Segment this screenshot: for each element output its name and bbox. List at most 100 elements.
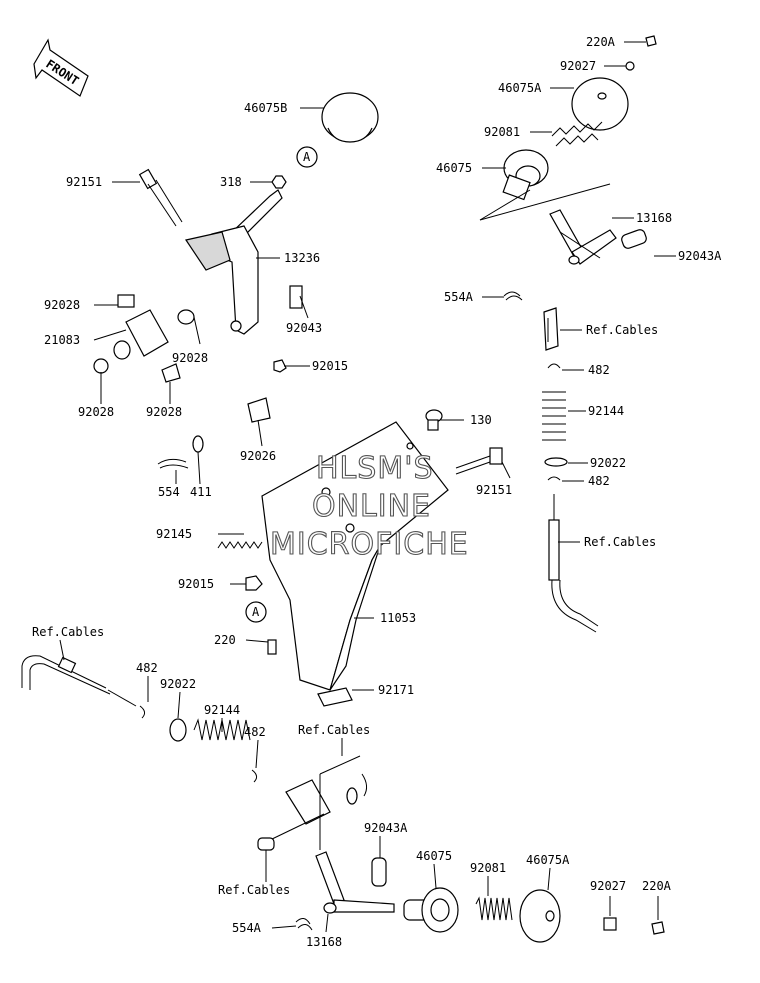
pin-bottom-part (257, 837, 275, 851)
label-13236: 13236 (284, 251, 320, 265)
screw-220-part (267, 639, 277, 655)
cable-r-part (548, 494, 599, 633)
collar-92027-bot-part (603, 917, 617, 931)
label-92144-r: 92144 (588, 404, 624, 418)
shift-knob-part (321, 92, 379, 143)
label-554A-top: 554A (444, 290, 474, 304)
label-92022-r: 92022 (590, 456, 626, 470)
eclip-482-l1-part (139, 705, 146, 719)
label-92028-a: 92028 (44, 298, 80, 312)
label-92027-top: 92027 (560, 59, 596, 73)
label-13168-top: 13168 (636, 211, 672, 225)
label-554: 554 (158, 485, 180, 499)
label-refcables-b2: Ref.Cables (218, 883, 290, 897)
callout-a-mid-text: A (252, 605, 260, 619)
clip-554A-bot-part (295, 918, 313, 931)
label-13168-bot: 13168 (306, 935, 342, 949)
callout-a-top (296, 146, 318, 168)
label-411: 411 (190, 485, 212, 499)
pin-92043A-bot-part (371, 857, 387, 887)
eclip-482-l2-part (251, 769, 258, 783)
label-482-l1: 482 (136, 661, 158, 675)
bushing-92028-b-part (177, 309, 195, 325)
watermark-line3: MICROFICHE (270, 527, 469, 562)
label-92151-top: 92151 (66, 175, 102, 189)
bolt-92151-top-part (138, 168, 183, 227)
linkage-clevis-part (285, 779, 331, 825)
label-92151-mid: 92151 (476, 483, 512, 497)
label-11053: 11053 (380, 611, 416, 625)
label-92043A-bot: 92043A (364, 821, 408, 835)
label-92171: 92171 (378, 683, 414, 697)
clip-554-part (157, 458, 189, 469)
plate-92026-part (247, 397, 271, 423)
lever-13168-top-part (549, 209, 617, 265)
clip-92171-part (317, 687, 353, 707)
spring-92144-r-part (542, 391, 566, 441)
cable-clevis-part (543, 307, 559, 351)
leader-lines (59, 41, 676, 933)
callout-a-top-text: A (303, 150, 311, 164)
spring-92145-part (217, 541, 263, 549)
pin-92043-part (289, 285, 303, 309)
label-220: 220 (214, 633, 236, 647)
label-554A-bot: 554A (232, 921, 262, 935)
eclip-482-r1-part (547, 363, 561, 369)
label-220A-bot: 220A (642, 879, 672, 893)
grip-46075-bot-part (403, 887, 459, 933)
label-46075-top: 46075 (436, 161, 472, 175)
watermark-line1: HLSM'S (316, 451, 434, 486)
label-21083: 21083 (44, 333, 80, 347)
cap-46075A-top-part (571, 77, 629, 131)
label-92043A-top: 92043A (678, 249, 722, 263)
bolt-130-part (425, 409, 443, 431)
washer-92022-r-part (544, 457, 568, 467)
grip-46075-top-part (502, 149, 549, 201)
bushing-92028-a-part (117, 294, 135, 308)
eclip-482-r2-part (547, 476, 561, 481)
label-refcables-r2: Ref.Cables (584, 535, 656, 549)
label-92028-b: 92028 (172, 351, 208, 365)
watermark-line2: ONLINE (312, 489, 431, 524)
label-220A-top: 220A (586, 35, 616, 49)
washer-bottom-part (346, 787, 358, 805)
bushing-92028-d-part (161, 363, 181, 383)
nut-318-part (271, 175, 287, 189)
screw-220A-top-part (645, 35, 657, 47)
label-482-r2: 482 (588, 474, 610, 488)
label-92043: 92043 (286, 321, 322, 335)
label-92022-l: 92022 (160, 677, 196, 691)
shift-lever-part (185, 189, 283, 335)
washer-92022-l-part (169, 718, 187, 742)
cable-l-part (21, 655, 137, 707)
label-92015-top: 92015 (312, 359, 348, 373)
lever-13168-bot-part (315, 851, 395, 914)
bushing-92028-c-part (93, 358, 109, 374)
clip-bottom-part (361, 773, 368, 797)
label-92081-top: 92081 (484, 125, 520, 139)
pin-92043A-top-part (621, 229, 647, 249)
label-46075A-bot: 46075A (526, 853, 570, 867)
cap-46075A-bot-part (519, 889, 561, 943)
watermark: HLSM'S ONLINE MICROFICHE (269, 450, 469, 562)
spring-92081-top-part (551, 121, 603, 147)
label-refcables-b1: Ref.Cables (298, 723, 370, 737)
label-482-l2: 482 (244, 725, 266, 739)
screw-220A-bot-part (651, 921, 665, 935)
label-92026: 92026 (240, 449, 276, 463)
part-labels: 46075B 318 92151 13236 92028 21083 92028… (32, 35, 722, 949)
nut-92015-top-part (273, 359, 287, 373)
label-92015-mid: 92015 (178, 577, 214, 591)
label-refcables-l: Ref.Cables (32, 625, 104, 639)
label-92144-l: 92144 (204, 703, 240, 717)
label-92028-c: 92028 (78, 405, 114, 419)
washer-411-part (192, 435, 204, 453)
collar-92027-top-part (625, 61, 635, 71)
label-482-r1: 482 (588, 363, 610, 377)
label-92145: 92145 (156, 527, 192, 541)
spring-92081-bot-part (475, 896, 513, 921)
callout-a-mid (245, 601, 267, 623)
label-130: 130 (470, 413, 492, 427)
nut-92015-mid-part (245, 575, 263, 591)
holder-21083-part (113, 309, 169, 360)
